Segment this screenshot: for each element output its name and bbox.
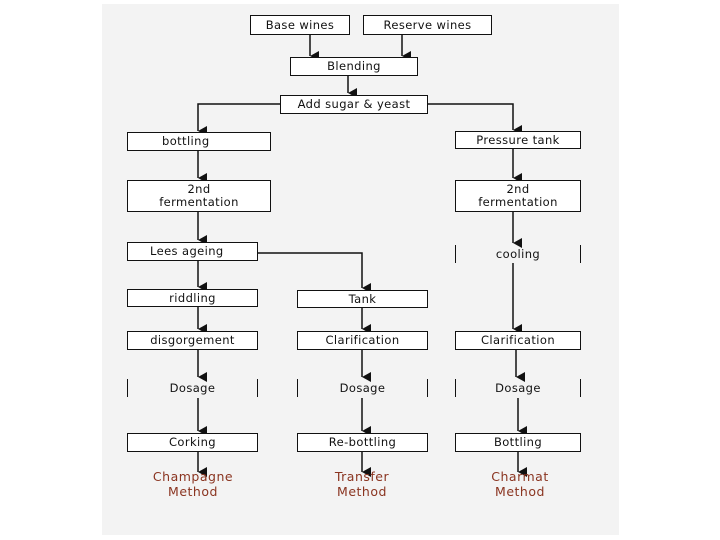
node-tank: Tank (297, 290, 428, 308)
node-2nd-fermentation-right: 2nd fermentation (455, 180, 581, 212)
node-riddling: riddling (127, 289, 258, 307)
node-reserve-wines: Reserve wines (363, 15, 492, 35)
node-lees-ageing: Lees ageing (127, 242, 258, 261)
node-base-wines: Base wines (250, 15, 350, 35)
node-bottling: bottling (127, 132, 271, 151)
node-blending: Blending (290, 57, 418, 76)
node-dosage-charmat: Dosage (455, 379, 581, 397)
arrow-lees-to-tank (258, 252, 371, 293)
label-champagne-method: Champagne Method (152, 469, 234, 499)
node-add-sugar-yeast: Add sugar & yeast (280, 95, 428, 114)
node-bottling-charmat: Bottling (455, 433, 581, 452)
node-disgorgement: disgorgement (127, 331, 258, 350)
arrow-sugar-to-bottling (197, 103, 280, 136)
node-dosage-champagne: Dosage (127, 379, 258, 397)
node-re-bottling: Re-bottling (297, 433, 428, 452)
node-pressure-tank: Pressure tank (455, 131, 581, 149)
node-corking: Corking (127, 433, 258, 452)
label-charmat-method: Charmat Method (491, 469, 549, 499)
node-2nd-fermentation-left: 2nd fermentation (127, 180, 271, 212)
node-dosage-transfer: Dosage (297, 379, 428, 397)
arrow-sugar-to-pressure-tank (428, 103, 522, 135)
node-clarification-charmat: Clarification (455, 331, 581, 350)
node-cooling: cooling (455, 245, 581, 263)
label-transfer-method: Transfer Method (334, 469, 390, 499)
node-clarification-transfer: Clarification (297, 331, 428, 350)
